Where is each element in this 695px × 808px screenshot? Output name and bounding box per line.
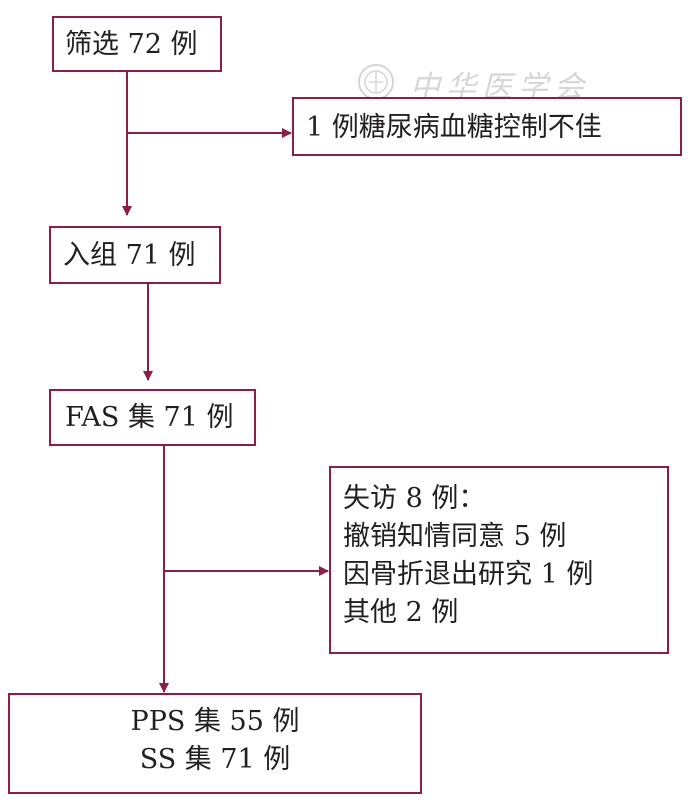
pps-text: PPS 集 55 例 — [130, 706, 300, 737]
lost-box: 失访 8 例： 撤销知情同意 5 例 因骨折退出研究 1 例 其他 2 例 — [329, 466, 669, 654]
fas-text: FAS 集 71 例 — [65, 402, 234, 433]
lost-title: 失访 8 例： — [343, 483, 486, 514]
exclusion-text: 1 例糖尿病血糖控制不佳 — [306, 112, 602, 143]
lost-reason-other: 其他 2 例 — [343, 597, 459, 628]
ss-text: SS 集 71 例 — [139, 744, 291, 775]
screening-text: 筛选 72 例 — [65, 29, 198, 60]
result-box: PPS 集 55 例 SS 集 71 例 — [8, 693, 422, 794]
exclusion-box: 1 例糖尿病血糖控制不佳 — [292, 97, 682, 156]
fas-box: FAS 集 71 例 — [49, 389, 256, 446]
lost-reason-withdraw: 撤销知情同意 5 例 — [343, 521, 567, 552]
screening-box: 筛选 72 例 — [52, 16, 222, 72]
lost-reason-fracture: 因骨折退出研究 1 例 — [343, 559, 594, 590]
enrolled-box: 入组 71 例 — [49, 226, 221, 284]
enrolled-text: 入组 71 例 — [63, 240, 196, 271]
